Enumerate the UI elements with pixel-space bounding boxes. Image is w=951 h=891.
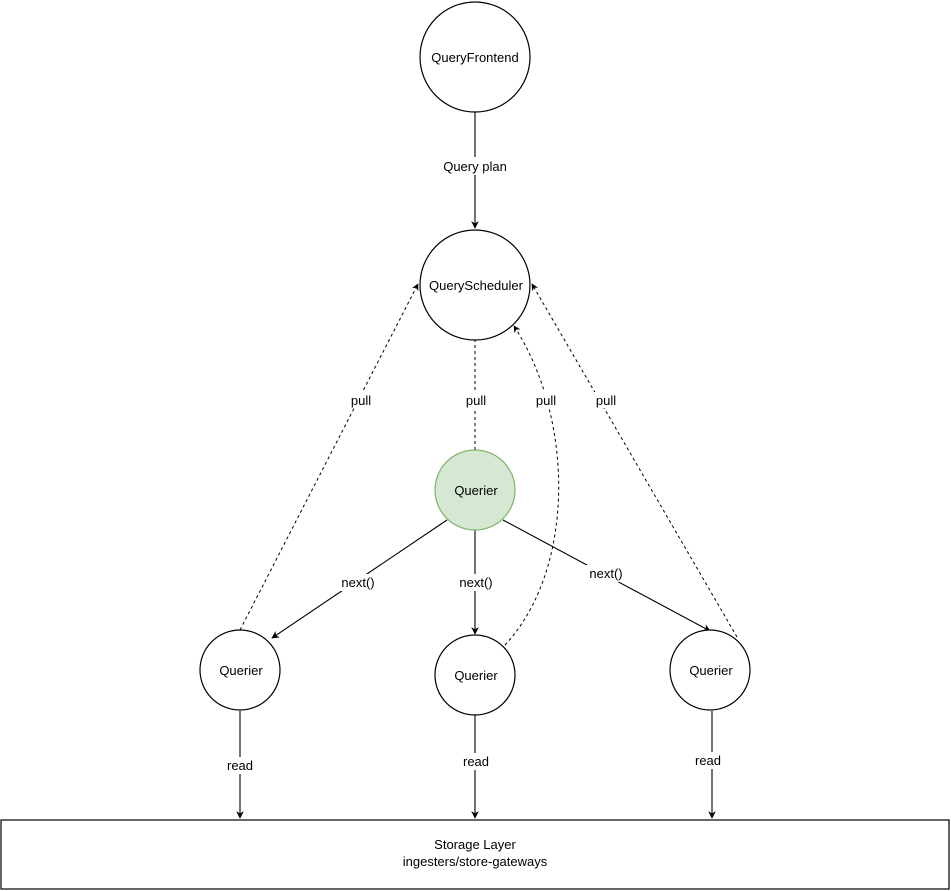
edge-label-read-left: read [227, 758, 253, 773]
edge-next-center: next() [454, 530, 498, 635]
storage-layer-subtitle: ingesters/store-gateways [403, 854, 548, 869]
edge-label-pull-right: pull [596, 393, 616, 408]
node-label-query-scheduler: QueryScheduler [429, 278, 524, 293]
node-querier-right: Querier [669, 629, 751, 711]
edge-read-right: read [690, 711, 726, 819]
edge-next-left: next() [271, 519, 448, 639]
edge-pull-center: pull [461, 330, 491, 450]
edge-pull-right: pull [531, 283, 738, 638]
node-label-querier-right: Querier [689, 663, 733, 678]
edge-label-pull-left: pull [351, 393, 371, 408]
node-label-query-frontend: QueryFrontend [431, 50, 518, 65]
edge-label-next-right: next() [589, 566, 622, 581]
node-label-querier-mid: Querier [454, 668, 498, 683]
node-query-frontend: QueryFrontend [419, 1, 531, 113]
edge-pull-left: pull [239, 283, 419, 631]
node-querier-mid: Querier [434, 634, 516, 716]
edge-label-pull-mid: pull [536, 393, 556, 408]
edge-label-read-center: read [463, 754, 489, 769]
storage-layer-title: Storage Layer [434, 837, 516, 852]
edge-label-pull-center: pull [466, 393, 486, 408]
edge-label-next-left: next() [341, 575, 374, 590]
edge-pull-mid: pull [504, 325, 561, 646]
node-query-scheduler: QueryScheduler [419, 229, 531, 341]
storage-layer-box: Storage Layer ingesters/store-gateways [0, 819, 950, 890]
edge-label-read-right: read [695, 753, 721, 768]
node-label-querier-main: Querier [454, 483, 498, 498]
node-label-querier-left: Querier [219, 663, 263, 678]
node-querier-main: Querier [434, 449, 516, 531]
node-querier-left: Querier [199, 629, 281, 711]
edge-label-query-plan: Query plan [443, 159, 507, 174]
edge-query-plan: Query plan [436, 112, 514, 229]
edge-read-center: read [458, 715, 494, 819]
edge-label-next-center: next() [459, 575, 492, 590]
edge-next-right: next() [502, 519, 711, 632]
edge-read-left: read [222, 711, 258, 819]
